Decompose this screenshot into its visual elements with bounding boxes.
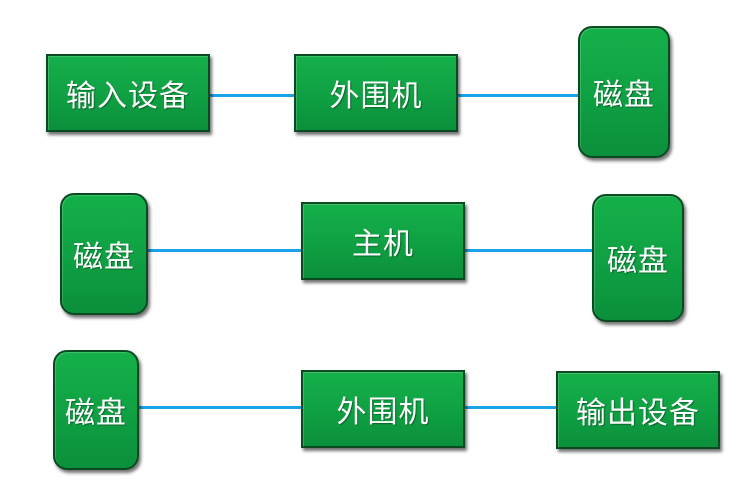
- connector-row3-right: [464, 406, 557, 409]
- disk-box-middle-left: 磁盘: [60, 193, 148, 315]
- input-device-box: 输入设备: [46, 54, 210, 132]
- disk-label-bottom-left: 磁盘: [65, 396, 127, 431]
- output-device-box: 输出设备: [556, 371, 720, 449]
- host-box: 主机: [301, 202, 465, 280]
- output-device-label: 输出设备: [576, 396, 700, 431]
- peripheral-machine-box-top: 外围机: [294, 54, 458, 132]
- host-label: 主机: [352, 227, 414, 262]
- connector-row1-left: [210, 94, 294, 97]
- disk-box-top-right: 磁盘: [578, 26, 670, 158]
- disk-label-top-right: 磁盘: [593, 78, 655, 113]
- connector-row3-left: [138, 406, 302, 409]
- disk-label-middle-right: 磁盘: [607, 244, 669, 279]
- connector-row2-left: [146, 249, 302, 252]
- disk-label-middle-left: 磁盘: [73, 240, 135, 275]
- peripheral-machine-label-top: 外围机: [329, 79, 423, 114]
- connector-row1-right: [456, 94, 579, 97]
- peripheral-machine-label-bottom: 外围机: [336, 395, 430, 430]
- connector-row2-right: [464, 249, 594, 252]
- input-device-label: 输入设备: [66, 79, 190, 114]
- peripheral-machine-box-bottom: 外围机: [301, 370, 465, 448]
- disk-box-bottom-left: 磁盘: [53, 350, 139, 470]
- disk-box-middle-right: 磁盘: [592, 194, 684, 322]
